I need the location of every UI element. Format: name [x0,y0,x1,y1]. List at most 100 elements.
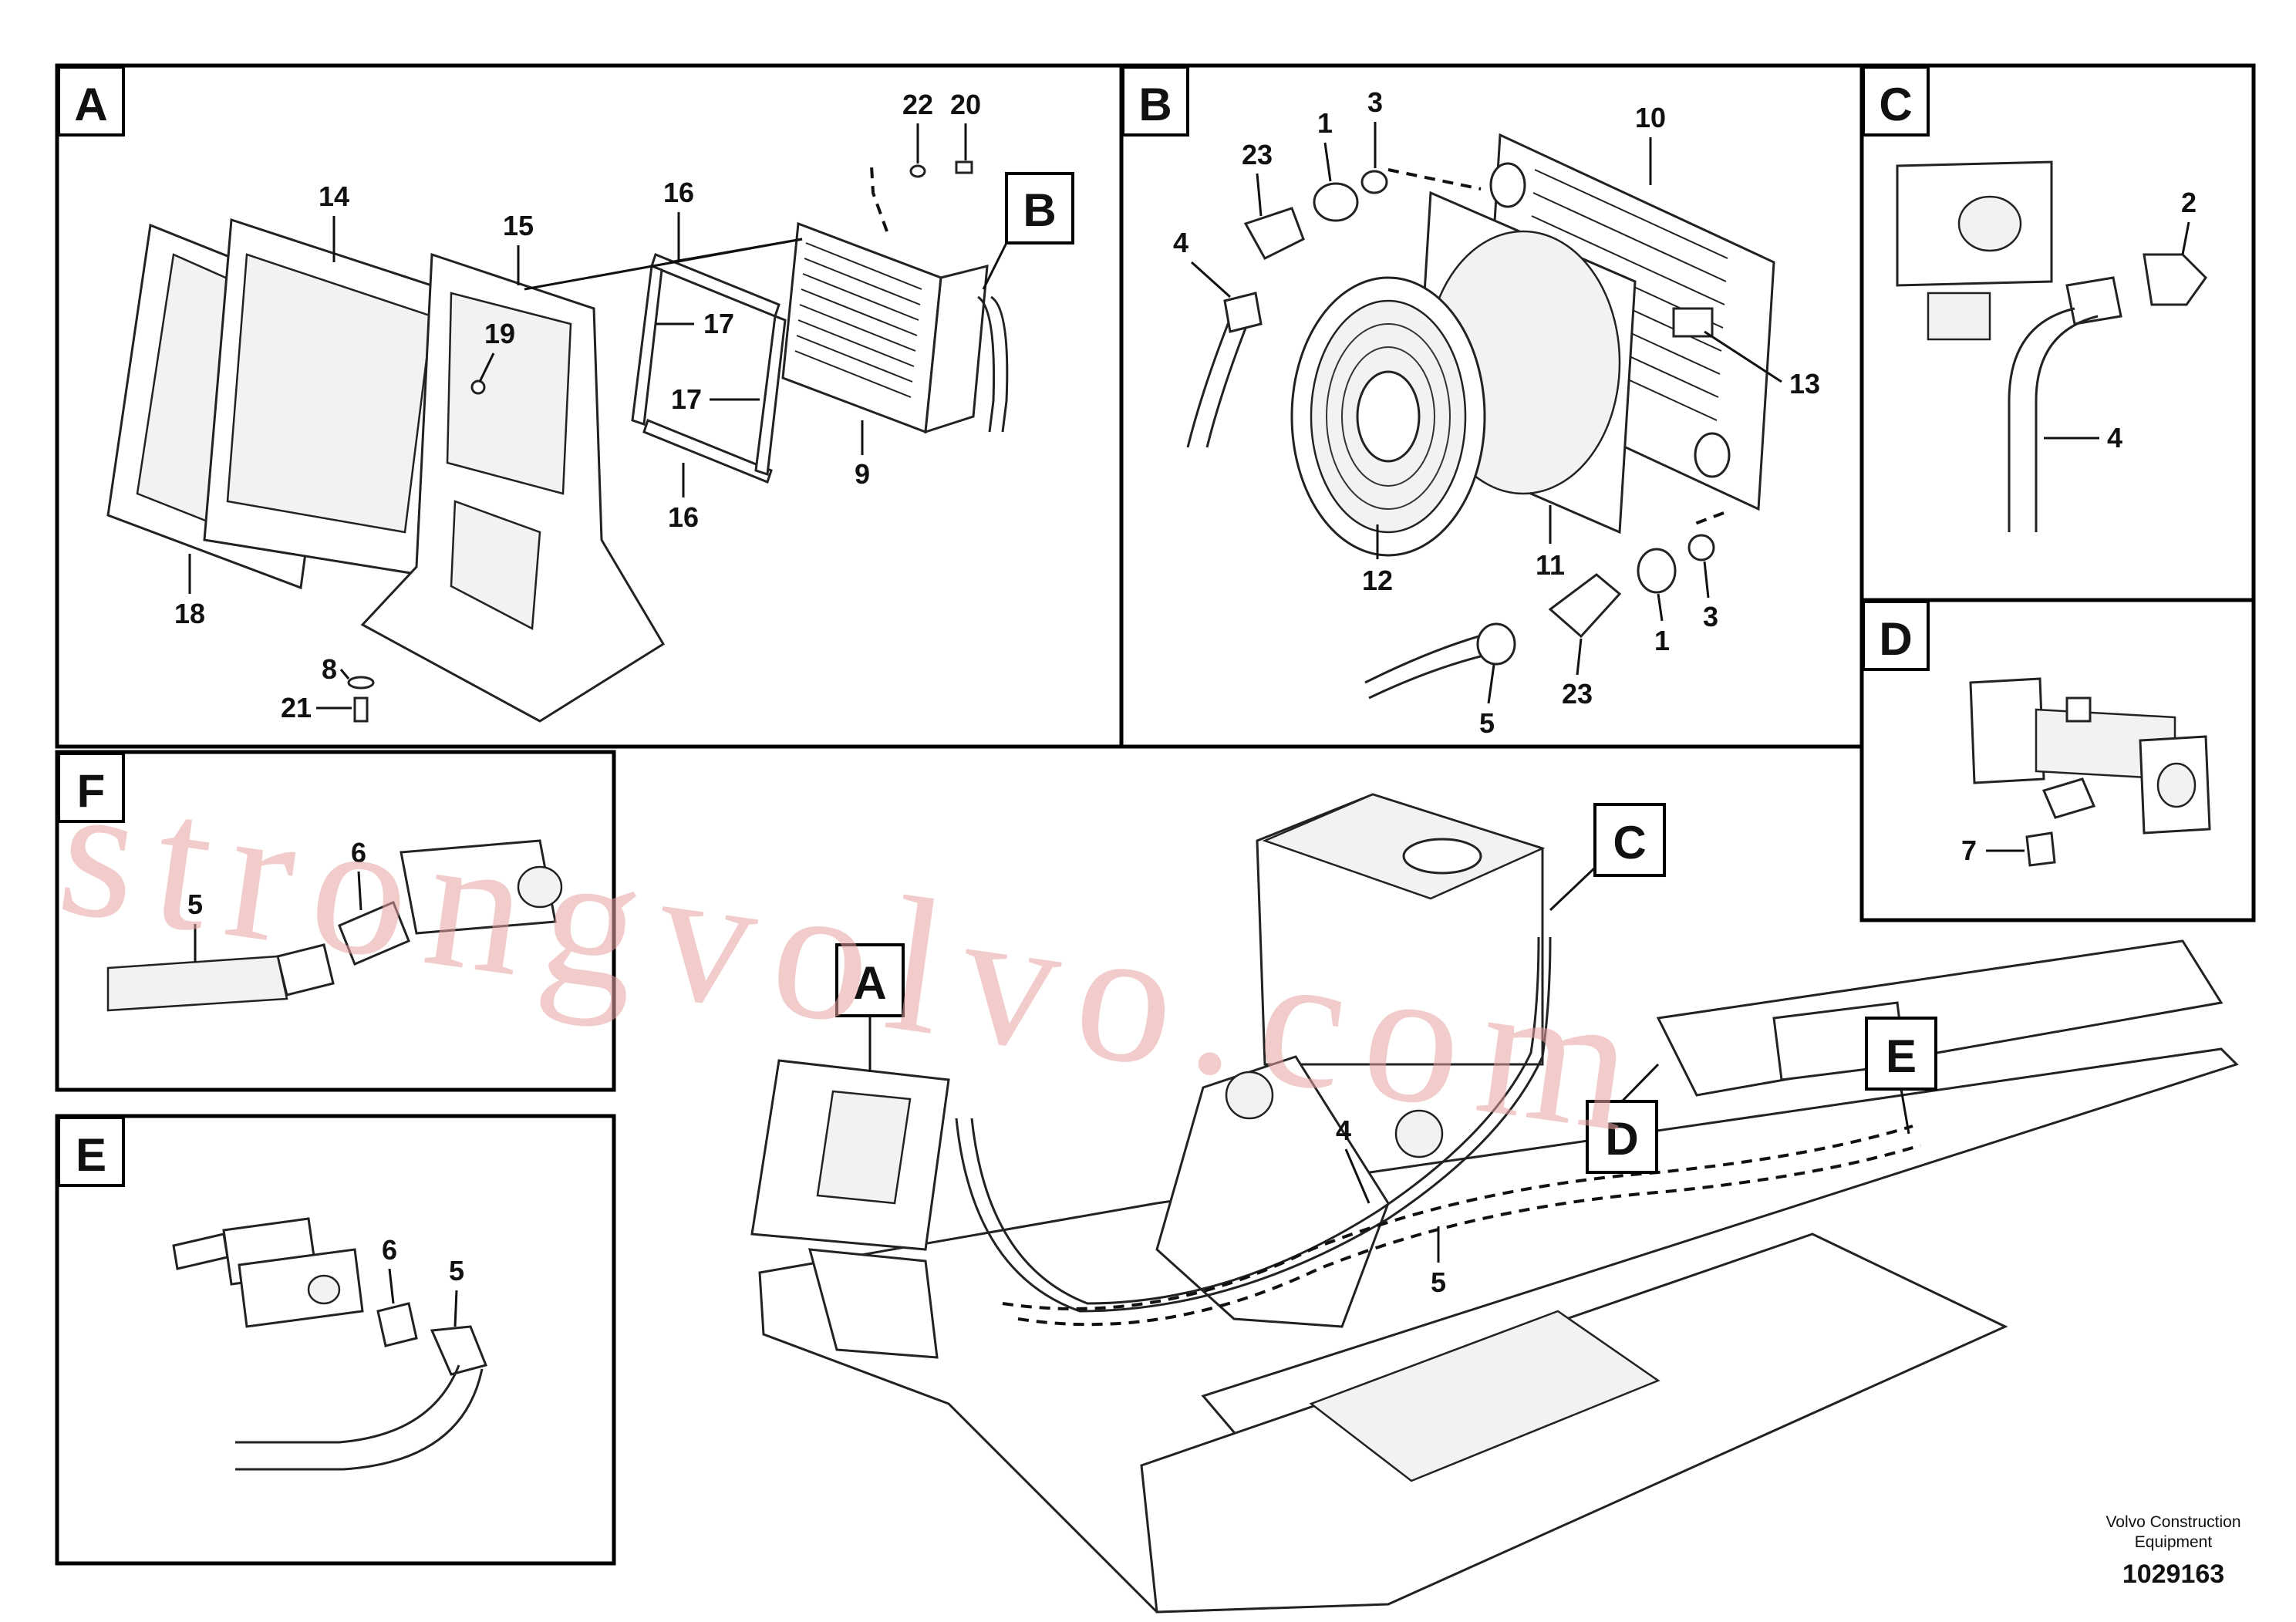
callout-4-c: 4 [2107,422,2122,454]
screw-20 [955,160,973,174]
ref-d-leader [1620,1063,1660,1103]
pipe-dash-top [1387,168,1482,191]
fitting-5 [1476,622,1516,666]
deck-recess [1309,1310,1660,1482]
panel-c-frame [1859,63,2256,602]
panel-c: C 2 4 [1862,66,2207,532]
fitting-4 [1223,292,1263,333]
elbow-d [2041,777,2096,819]
leader-8 [339,669,350,679]
assembly-line-2 [669,238,803,264]
ref-d-tag: D [1605,1113,1638,1165]
ref-b-box [1005,172,1074,244]
bracket-15-window [446,292,572,495]
washer-8 [347,676,375,690]
panel-f: F 6 5 [57,752,563,1012]
ref-c-box [1593,803,1666,877]
ref-e-tag: E [1886,1030,1917,1082]
bracket-15-lower-window [450,500,541,630]
fastener-dash [870,165,888,232]
ref-a-box [835,943,905,1017]
valve-port-c [1957,195,2022,252]
port-top [1489,162,1526,208]
leader-23-bottom [1576,638,1583,676]
ref-b-leader [982,242,1008,290]
leader-4 [1190,261,1232,298]
ref-e-box [1865,1017,1937,1091]
bolt-19 [470,379,486,395]
hose-5-b2 [1368,650,1501,700]
callout-6-f: 6 [351,837,366,868]
panel-frames [55,63,2256,1566]
pipe-dash-bottom [1692,511,1725,526]
footer-company-line1: Volvo Construction [2106,1513,2240,1531]
hose-4-b [1186,308,1236,448]
screw-21 [353,696,369,723]
callout-15: 15 [503,210,534,241]
callout-12: 12 [1362,565,1393,596]
washer-22 [909,164,926,178]
callout-4-overview: 4 [1336,1114,1351,1146]
leader-23-top [1256,173,1263,217]
valve-port-e [307,1274,341,1305]
cooler-hose [990,295,1009,433]
callout-19: 19 [484,318,515,349]
callout-10: 10 [1635,102,1666,133]
callout-17-lower: 17 [671,383,702,415]
callout-20: 20 [950,89,981,120]
panel-f-frame [55,750,616,1092]
leader-1-bottom [1657,593,1664,622]
callout-4: 4 [1173,227,1188,258]
callout-18: 18 [174,598,205,629]
panel-e-frame [55,1114,616,1566]
bracket-15 [360,252,666,723]
elbow-23-top [1243,207,1305,260]
overview-hose-4a [955,936,1552,1313]
counterweight-deck [1140,1233,2008,1614]
o-ring-3-bottom [1687,534,1715,561]
leader-6-e [388,1268,395,1304]
panel-d: D 7 [1862,600,2211,867]
panel-a-tag: A [74,79,107,130]
ref-e-leader [1900,1088,1910,1135]
overview: A C D E 4 5 [750,793,2239,1614]
ref-c-tag: C [1613,817,1646,868]
o-ring-3-top [1360,170,1388,194]
overview-hose-4b [970,936,1540,1305]
fan-hub [1356,370,1421,463]
adapter-1-bottom [1637,548,1677,594]
callout-9: 9 [855,458,870,490]
callout-1-top: 1 [1317,107,1333,139]
leader-13 [1704,330,1782,383]
callout-7: 7 [1961,835,1977,866]
overview-hose-5b [1017,1144,1921,1327]
leader-2 [2181,221,2190,255]
tank-cap [1402,838,1482,875]
flange-hole-d [2156,762,2197,808]
panel-f-tag-box [57,752,125,823]
hose-4-c2 [2035,315,2099,532]
panel-b: B [1121,66,1820,739]
valve-block-f [400,839,557,935]
footer: Volvo Construction Equipment 1029163 [2106,1513,2240,1589]
nut-e [430,1325,488,1376]
callout-3-bottom: 3 [1703,601,1718,632]
panel-d-frame [1859,598,2256,922]
leader-6-f [357,871,362,911]
hose-5-f [106,955,288,1012]
plug-e [172,1233,229,1270]
cooler-hose-b [977,295,996,433]
callout-16-bottom: 16 [668,501,699,533]
callout-1-bottom: 1 [1654,625,1670,656]
callout-13: 13 [1789,368,1820,400]
footer-company-line2: Equipment [2135,1533,2213,1551]
callout-14: 14 [319,180,349,212]
adapter-6-e [376,1302,418,1347]
adapter-1-top [1313,182,1359,222]
boom-pin-left [1225,1071,1274,1120]
callout-5-f: 5 [187,889,203,920]
valve-block-e [238,1248,364,1328]
cap-7 [2025,831,2056,867]
panel-e-tag-box [57,1116,125,1187]
